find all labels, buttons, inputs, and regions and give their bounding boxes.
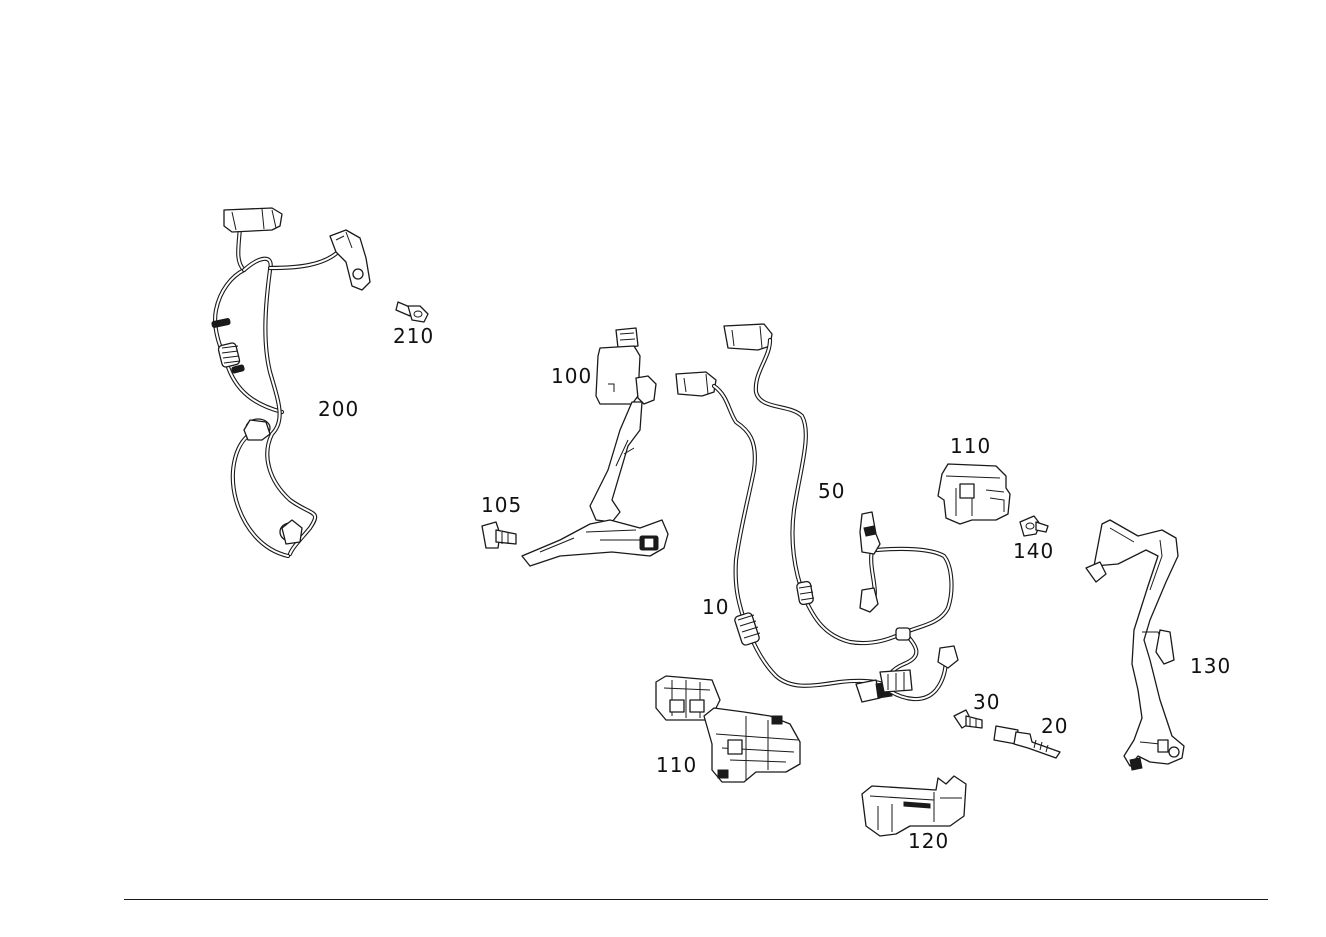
part-105-push-clip[interactable] xyxy=(481,521,517,549)
part-210-bolt[interactable] xyxy=(395,301,429,323)
callout-110-lower: 110 xyxy=(656,753,698,777)
callout-210: 210 xyxy=(393,324,435,348)
part-200-wiring-harness[interactable] xyxy=(211,207,371,559)
part-10-wiring-harness[interactable] xyxy=(675,371,893,703)
callout-120: 120 xyxy=(908,829,950,853)
part-20-sensor[interactable] xyxy=(993,725,1061,759)
callout-200: 200 xyxy=(318,397,360,421)
part-100-bracket-harness[interactable] xyxy=(521,327,669,567)
part-30-pin[interactable] xyxy=(953,709,983,729)
part-130-bracket[interactable] xyxy=(1085,519,1185,771)
footer-divider xyxy=(124,899,1268,900)
callout-100: 100 xyxy=(551,364,593,388)
part-120-cover-bracket[interactable] xyxy=(861,775,967,837)
part-50-wiring-harness[interactable] xyxy=(723,323,959,702)
callout-105: 105 xyxy=(481,493,523,517)
callout-140: 140 xyxy=(1013,539,1055,563)
callout-130: 130 xyxy=(1190,654,1232,678)
callout-110-upper: 110 xyxy=(950,434,992,458)
callout-50: 50 xyxy=(818,479,846,503)
part-110-fuse-box-lower[interactable] xyxy=(655,675,801,783)
part-110-connector-housing-upper[interactable] xyxy=(937,463,1011,525)
part-140-screw[interactable] xyxy=(1019,515,1049,537)
callout-20: 20 xyxy=(1041,714,1069,738)
callout-10: 10 xyxy=(702,595,730,619)
callout-30: 30 xyxy=(973,690,1001,714)
